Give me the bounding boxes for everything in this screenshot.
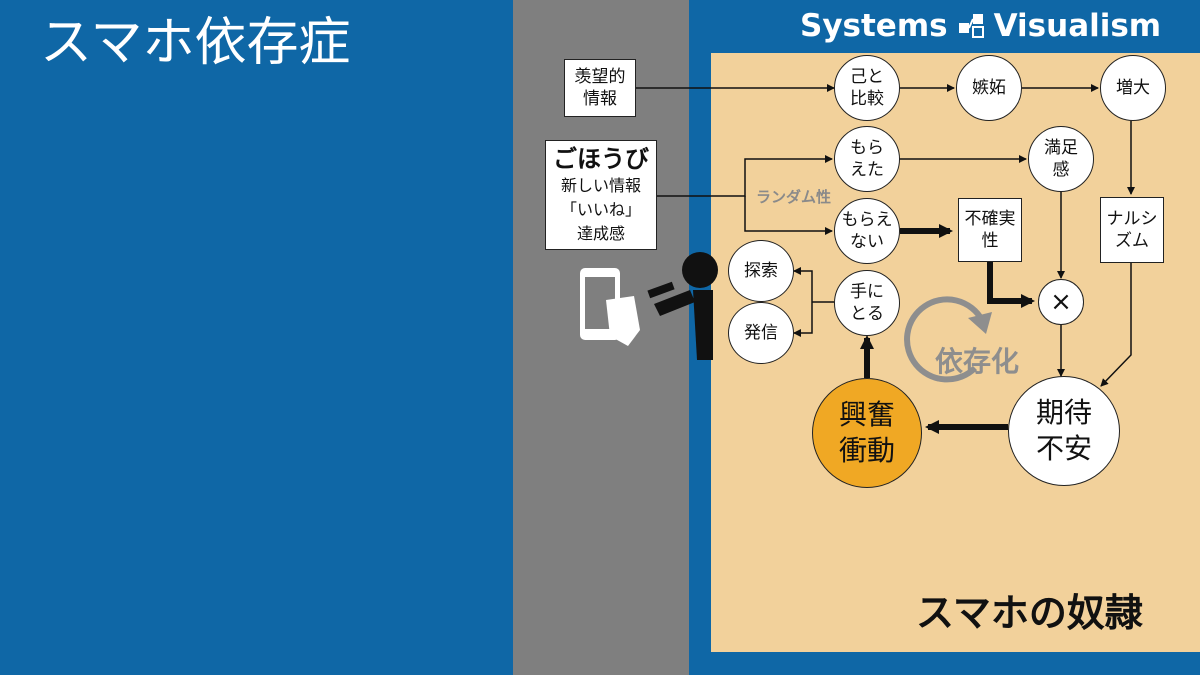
node-jealousy: 嫉妬 bbox=[956, 55, 1022, 121]
smartphone-icon bbox=[580, 268, 640, 346]
envy-info-text: 羡望的 情報 bbox=[574, 67, 626, 109]
arrow-narcissism-expect bbox=[1100, 263, 1132, 387]
arrow-pickup-search bbox=[793, 267, 813, 302]
bold-arrows bbox=[860, 224, 1035, 434]
page-title: スマホ依存症 bbox=[40, 13, 351, 73]
person-icon bbox=[647, 252, 718, 360]
diagram-caption: スマホの奴隷 bbox=[916, 591, 1143, 635]
node-got: もら えた bbox=[834, 126, 900, 192]
dependency-label: 依存化 bbox=[935, 345, 1020, 378]
envy-info-box: 羡望的 情報 bbox=[564, 59, 636, 117]
node-narcissism: ナルシ ズム bbox=[1100, 197, 1164, 263]
brand-logo: Systems Visualism bbox=[800, 6, 1161, 46]
left-panel bbox=[0, 0, 513, 675]
node-uncertainty: 不確実 性 bbox=[958, 198, 1022, 262]
brand-left: Systems bbox=[800, 8, 948, 44]
diagram-area bbox=[711, 53, 1200, 652]
arrow-pickup-post bbox=[793, 302, 813, 337]
node-increase: 増大 bbox=[1100, 55, 1166, 121]
node-excitement: 興奮 衝動 bbox=[812, 378, 922, 488]
arrow-uncertainty-multiply bbox=[987, 262, 1035, 308]
brand-right: Visualism bbox=[993, 8, 1162, 44]
node-multiply: × bbox=[1038, 279, 1084, 325]
node-compare: 己と 比較 bbox=[834, 55, 900, 121]
dependency-cycle-icon bbox=[904, 296, 992, 383]
node-search: 探索 bbox=[728, 240, 794, 302]
node-not-got: もらえ ない bbox=[834, 198, 900, 264]
node-pick-up: 手に とる bbox=[834, 270, 900, 336]
reward-box: ごほうび 新しい情報 「いいね」 達成感 bbox=[545, 140, 657, 250]
thin-arrows bbox=[636, 84, 1135, 387]
arrow-reward-notgot bbox=[744, 196, 833, 235]
node-post: 発信 bbox=[728, 302, 794, 364]
randomness-label: ランダム性 bbox=[756, 188, 832, 206]
reward-heading: ごほうび bbox=[553, 145, 649, 173]
flow-logo-icon bbox=[958, 14, 984, 38]
reward-items: 新しい情報 「いいね」 達成感 bbox=[560, 176, 641, 243]
node-expect-anxiety: 期待 不安 bbox=[1008, 376, 1120, 486]
arrow-reward-branch bbox=[657, 155, 833, 197]
node-satisfaction: 満足 感 bbox=[1028, 126, 1094, 192]
